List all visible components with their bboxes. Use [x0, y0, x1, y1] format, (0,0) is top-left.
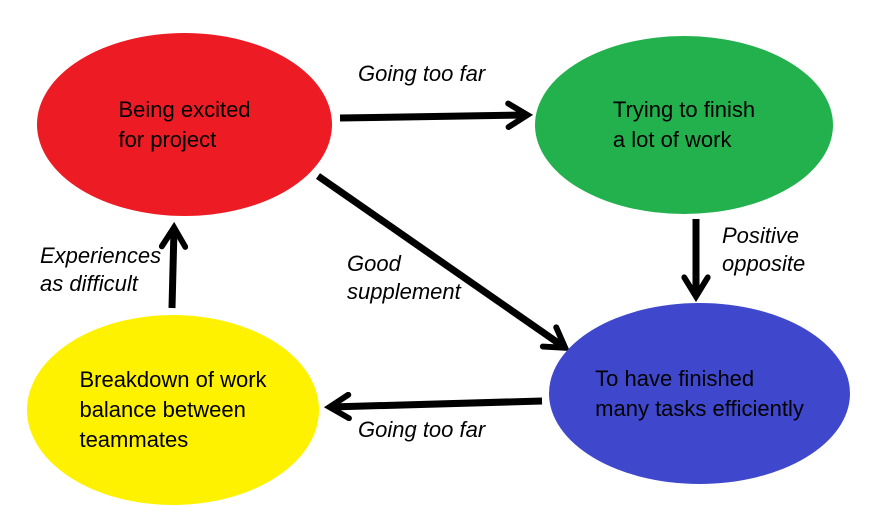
- node-trying-to-finish-label: Trying to finish a lot of work: [612, 97, 756, 152]
- node-breakdown-of-work: Breakdown of work balance between teamma…: [27, 315, 319, 505]
- node-finished-many-tasks: To have finished many tasks efficiently: [549, 303, 850, 484]
- arrow-breakdown-to-excited: [158, 221, 189, 309]
- edge-label-positive-opposite: Positive opposite: [722, 223, 806, 276]
- edge-label-going-too-far-top: Going too far: [358, 61, 486, 86]
- edge-label-good-supplement: Good supplement: [347, 251, 461, 304]
- arrow-finished-to-breakdown: [323, 391, 543, 422]
- arrow-excited-to-trying: [339, 100, 534, 130]
- edge-label-going-too-far-bottom: Going too far: [358, 417, 486, 442]
- arrow-excited-to-finished: [316, 173, 570, 352]
- node-being-excited-label: Being excited for project: [118, 96, 251, 152]
- node-being-excited: Being excited for project: [37, 33, 332, 216]
- node-finished-many-tasks-label: To have finished many tasks efficiently: [595, 365, 804, 421]
- node-breakdown-of-work-label: Breakdown of work balance between teamma…: [79, 367, 267, 452]
- edge-label-experiences-as-difficult: Experiences as difficult: [40, 243, 162, 296]
- node-trying-to-finish: Trying to finish a lot of work: [535, 36, 833, 214]
